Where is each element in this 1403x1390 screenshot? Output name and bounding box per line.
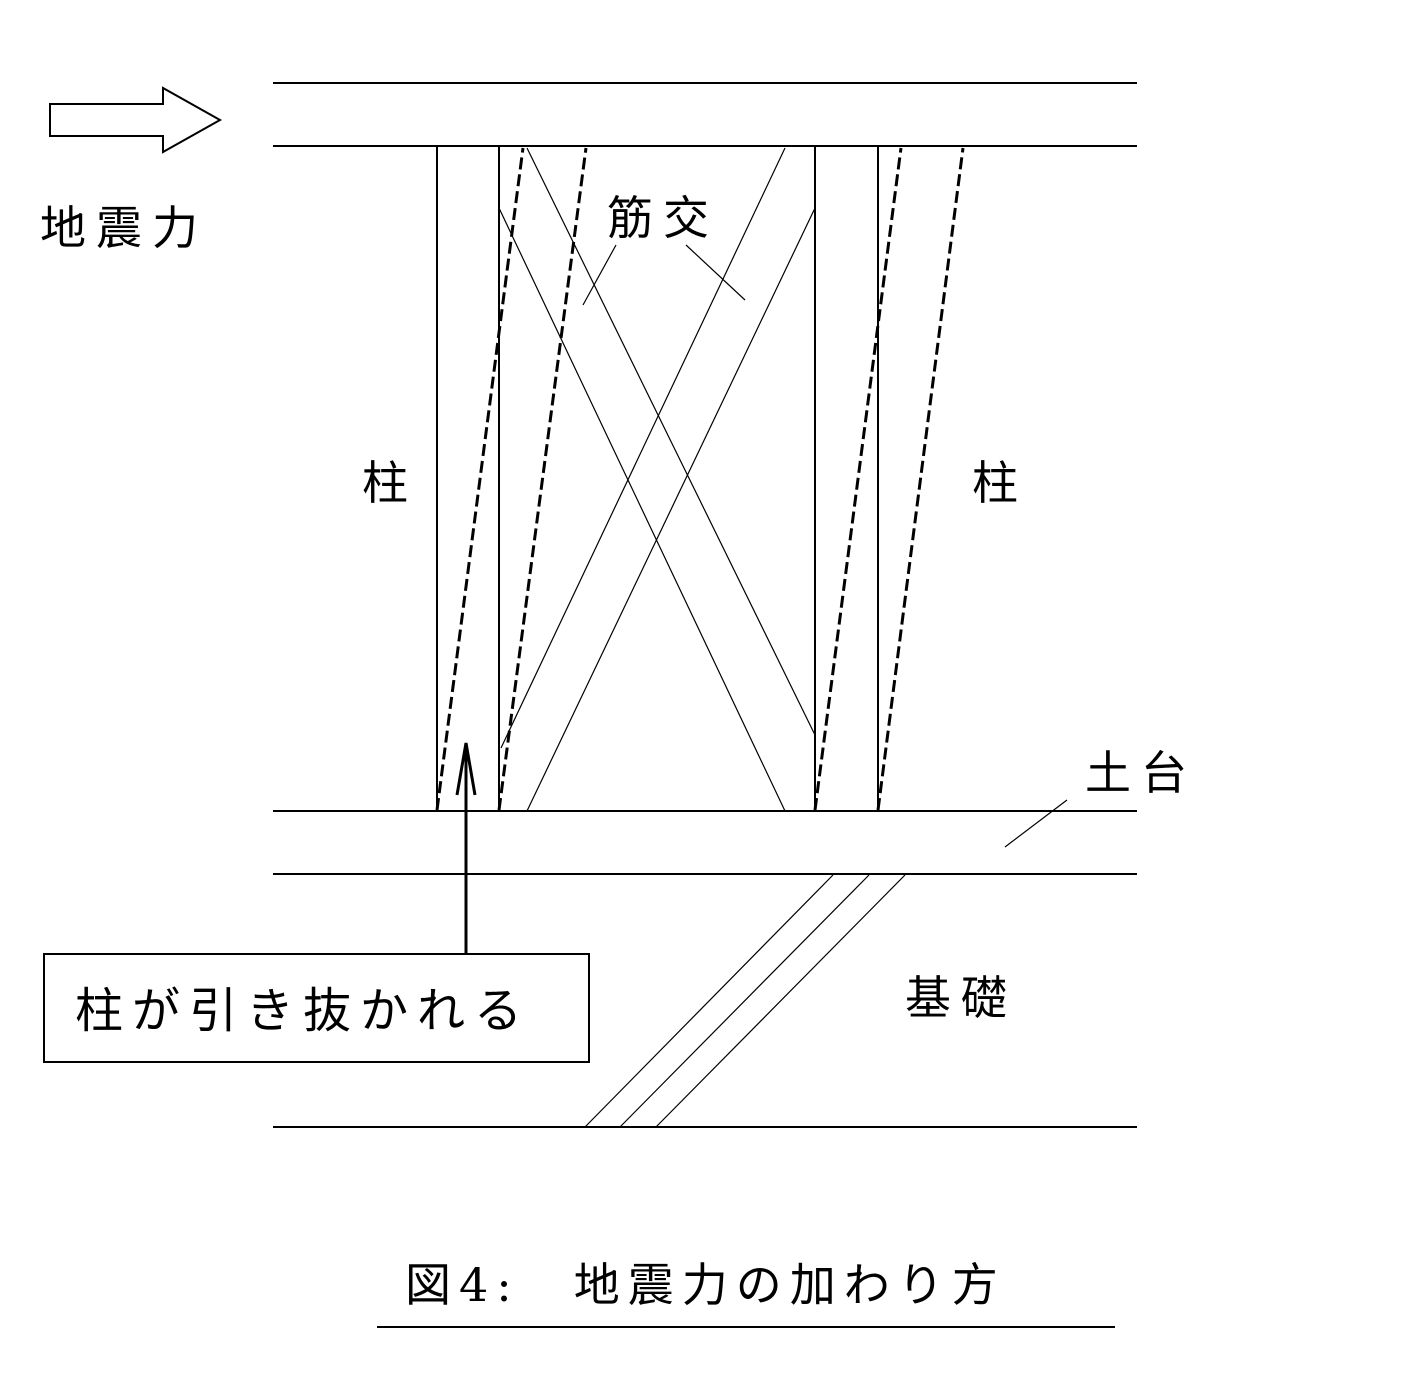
sill-label: 土台 (1085, 746, 1197, 800)
seismic-force-label: 地震力 (40, 201, 208, 255)
pullout-arrowhead-icon (455, 742, 477, 796)
foundation-label: 基礎 (905, 971, 1017, 1025)
deformed-column-line (813, 147, 903, 811)
sill-leader (1004, 799, 1068, 848)
break-line (655, 874, 906, 1128)
pullout-callout-box: 柱が引き抜かれる (43, 953, 590, 1063)
deformed-column-line (435, 147, 525, 811)
pullout-label: 柱が引き抜かれる (75, 983, 532, 1039)
bracing-leader (582, 244, 617, 306)
brace-line (498, 207, 786, 812)
deformed-column-line (876, 147, 965, 811)
brace-line (526, 147, 816, 736)
force-arrow-icon (49, 86, 223, 154)
figure-caption: 図4: 地震力の加わり方 (405, 1258, 1006, 1312)
left-column-label: 柱 (362, 456, 418, 510)
bracing-leader (685, 244, 746, 301)
bracing-label: 筋交 (607, 191, 719, 245)
deformed-column-line (497, 147, 588, 811)
right-column-label: 柱 (972, 456, 1028, 510)
brace-line (500, 147, 786, 749)
brace-line (526, 207, 816, 812)
break-line (584, 874, 834, 1128)
break-line (619, 874, 870, 1128)
